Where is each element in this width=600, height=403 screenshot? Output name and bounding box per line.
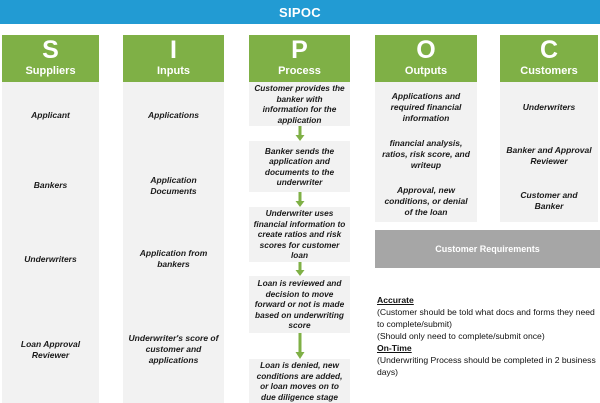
list-item: Application from bankers — [123, 222, 224, 296]
inputs-items: Applications Application Documents Appli… — [123, 82, 224, 403]
flow-arrow-down-icon — [294, 262, 305, 276]
list-item: financial analysis, ratios, risk score, … — [382, 138, 470, 170]
suppliers-items: Applicant Bankers Underwriters Loan Appr… — [2, 82, 99, 403]
column-header-inputs: I Inputs — [123, 35, 224, 82]
list-item: Customer and Banker — [500, 180, 598, 222]
column-letter-c: C — [539, 36, 559, 64]
column-letter-i: I — [170, 36, 177, 64]
requirement-line: (Underwriting Process should be complete… — [377, 355, 596, 377]
diagram-title: SIPOC — [279, 4, 321, 20]
column-header-process: P Process — [249, 35, 350, 82]
column-name-customers: Customers — [520, 65, 578, 77]
flow-arrow-down-icon — [294, 192, 305, 207]
process-step: Underwriter uses financial information t… — [249, 207, 350, 262]
column-inputs: I Inputs Applications Application Docume… — [123, 35, 224, 403]
list-item: Loan Approval Reviewer — [2, 296, 99, 403]
process-flow: Customer provides the banker with inform… — [249, 82, 350, 403]
flow-arrow-down-icon — [294, 333, 305, 359]
requirement-title-on-time: On-Time — [377, 343, 412, 353]
list-item: Approval, new conditions, or denial of t… — [384, 185, 468, 217]
flow-arrow-down-icon — [294, 126, 305, 141]
list-item: Application Documents — [123, 149, 224, 222]
outputs-items: Applications and required financial info… — [375, 82, 477, 222]
column-letter-o: O — [416, 36, 436, 64]
customer-requirements-body: Accurate (Customer should be told what d… — [375, 294, 600, 403]
requirement-line: (Should only need to complete/submit onc… — [377, 331, 545, 341]
column-name-process: Process — [278, 65, 321, 77]
diagram-title-bar: SIPOC — [0, 0, 600, 24]
column-outputs: O Outputs Applications and required fina… — [375, 35, 477, 222]
process-step: Customer provides the banker with inform… — [249, 82, 350, 126]
column-name-suppliers: Suppliers — [25, 65, 76, 77]
column-header-customers: C Customers — [500, 35, 598, 82]
column-name-outputs: Outputs — [404, 65, 448, 77]
column-name-inputs: Inputs — [157, 65, 190, 77]
list-item: Applications and required financial info… — [390, 91, 462, 123]
column-header-outputs: O Outputs — [375, 35, 477, 82]
column-letter-p: P — [291, 36, 308, 64]
column-letter-s: S — [42, 36, 59, 64]
requirement-line: (Customer should be told what docs and f… — [377, 307, 595, 329]
process-step: Loan is reviewed and decision to move fo… — [249, 276, 350, 333]
column-customers: C Customers Underwriters Banker and Appr… — [500, 35, 598, 222]
list-item: Applicant — [2, 82, 99, 149]
list-item: Underwriters — [500, 82, 598, 132]
list-item: Underwriter's score of customer and appl… — [123, 296, 224, 403]
process-step: Banker sends the application and documen… — [249, 141, 350, 192]
list-item: Underwriters — [2, 222, 99, 296]
list-item: Banker and Approval Reviewer — [500, 132, 598, 180]
customers-items: Underwriters Banker and Approval Reviewe… — [500, 82, 598, 222]
column-suppliers: S Suppliers Applicant Bankers Underwrite… — [2, 35, 99, 403]
list-item: Applications — [123, 82, 224, 149]
requirement-title-accurate: Accurate — [377, 295, 414, 305]
column-process: P Process Customer provides the banker w… — [249, 35, 350, 403]
column-header-suppliers: S Suppliers — [2, 35, 99, 82]
process-step: Loan is denied, new conditions are added… — [249, 359, 350, 403]
list-item: Bankers — [2, 149, 99, 222]
customer-requirements-bar: Customer Requirements — [375, 230, 600, 268]
customer-requirements-label: Customer Requirements — [435, 244, 540, 254]
